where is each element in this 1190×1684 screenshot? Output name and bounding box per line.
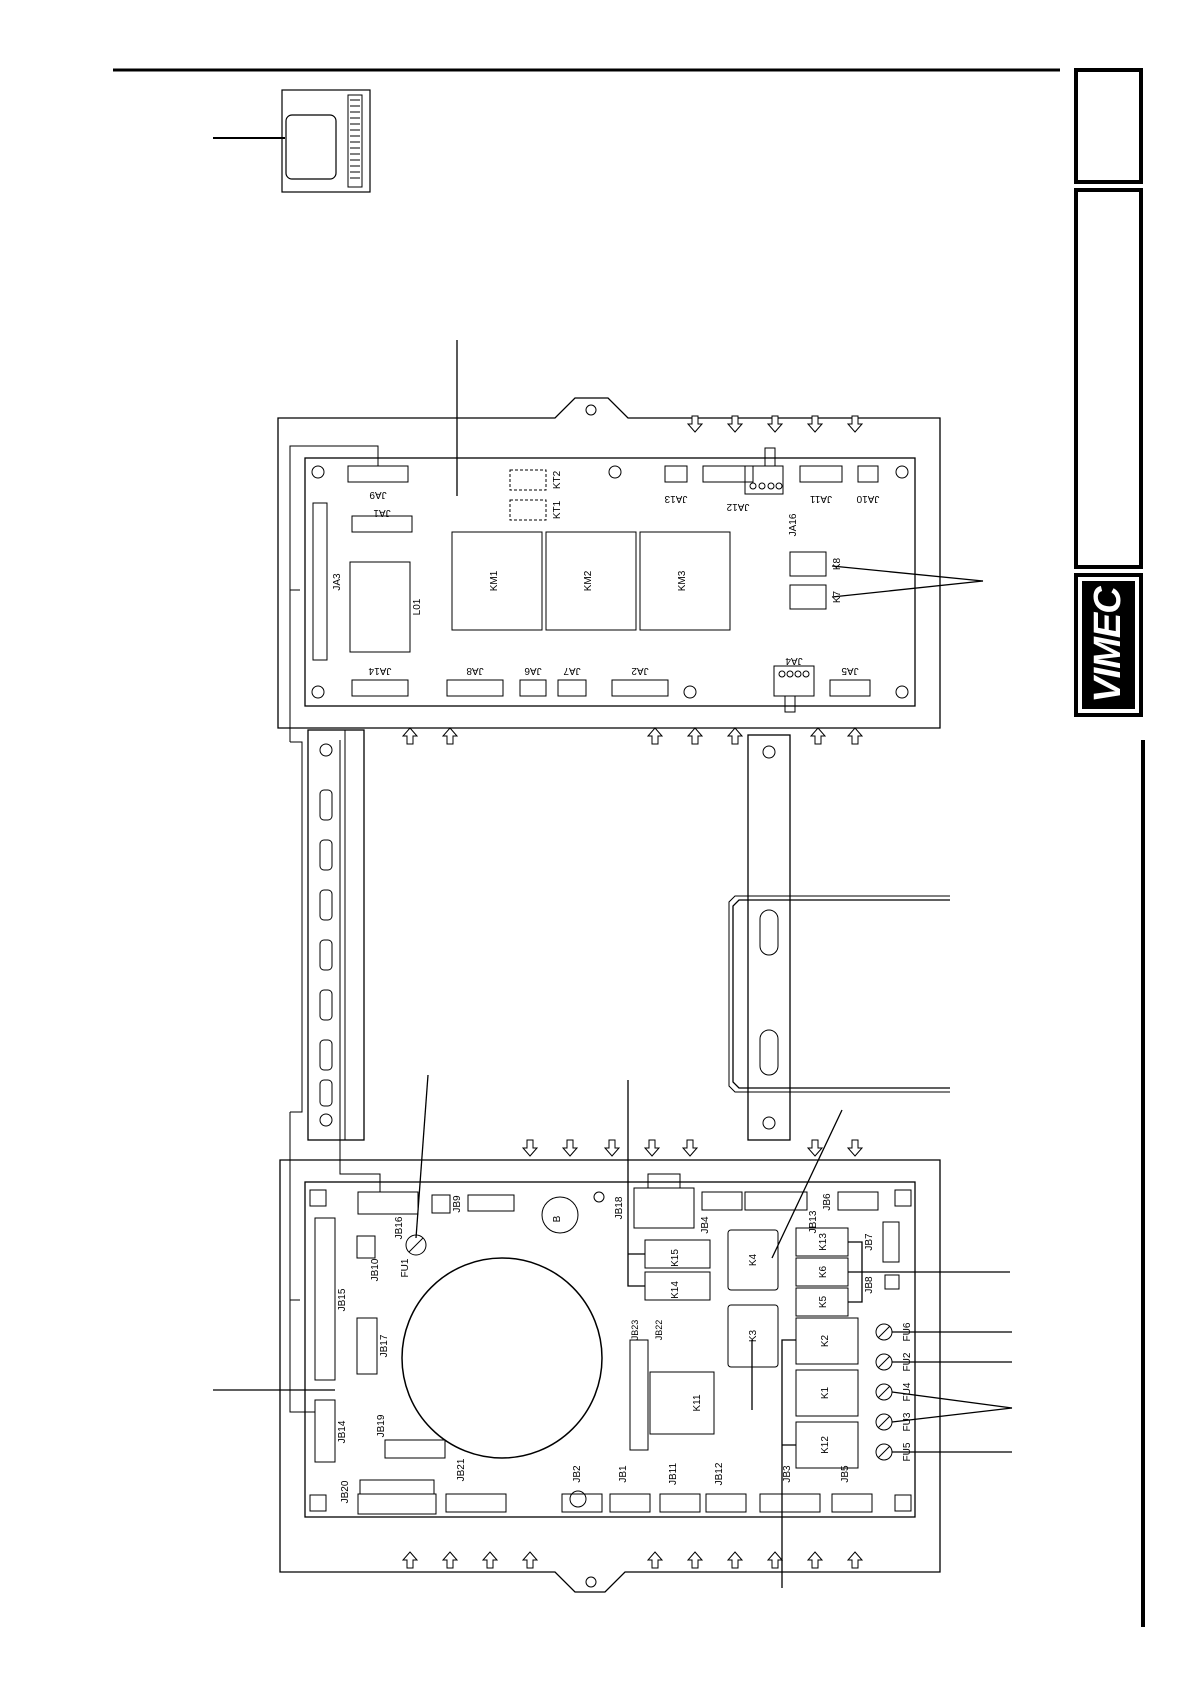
din-rail (290, 730, 364, 1140)
jb6-label: JB6 (822, 1193, 833, 1211)
ja11-label: JA11 (810, 493, 832, 504)
ja3-label: JA3 (332, 573, 343, 591)
callout-k15-k14 (628, 1080, 645, 1286)
lower-arrows-top (523, 1140, 862, 1156)
k6-label: K6 (818, 1265, 829, 1278)
callout-k8-k7 (832, 566, 983, 597)
jb13-label: JB13 (808, 1210, 819, 1233)
jb5-label: JB5 (840, 1465, 851, 1483)
logo-text: VIMEC (1087, 586, 1129, 703)
k4-label: K4 (748, 1253, 759, 1266)
logo: VIMEC (1076, 575, 1141, 715)
ja9-label: JA9 (369, 489, 387, 500)
ja12-label: JA12 (726, 501, 749, 512)
jb19-label: JB19 (376, 1414, 387, 1437)
transformer (402, 1258, 602, 1458)
callout-fu1 (416, 1075, 428, 1238)
jb16-label: JB16 (394, 1216, 405, 1239)
jb18-label: JB18 (614, 1196, 625, 1219)
jb1-label: JB1 (618, 1465, 629, 1483)
k2-label: K2 (820, 1334, 831, 1347)
title-box-top (1076, 70, 1141, 182)
jb4-label: JB4 (700, 1216, 711, 1234)
jb22-label: JB22 (654, 1320, 664, 1341)
jb7-label: JB7 (864, 1233, 875, 1251)
mounting-bracket (729, 735, 950, 1140)
lower-arrows-bottom (403, 1552, 862, 1568)
jb10-label: JB10 (370, 1258, 381, 1281)
ja10-label: JA10 (856, 493, 879, 504)
kt2-label: KT2 (552, 470, 563, 489)
k15-label: K15 (670, 1249, 681, 1267)
jb23-label: JB23 (630, 1320, 640, 1341)
ja16-label: JA16 (788, 513, 799, 536)
k5-label: K5 (818, 1295, 829, 1308)
k12-label: K12 (820, 1436, 831, 1454)
ja14-label: JA14 (368, 665, 391, 676)
lower-plate (280, 1140, 940, 1592)
ja4-label: JA4 (785, 655, 803, 666)
detail-inset (213, 90, 370, 192)
jb21-label: JB21 (456, 1458, 467, 1481)
km2-label: KM2 (583, 570, 594, 591)
jb2-label: JB2 (572, 1465, 583, 1483)
ja13-label: JA13 (664, 493, 687, 504)
callout-k2-k12 (782, 1340, 796, 1588)
jb11-label: JB11 (668, 1463, 679, 1485)
ja8-label: JA8 (466, 665, 484, 676)
jb8-label: JB8 (864, 1276, 875, 1294)
jb3-label: JB3 (782, 1465, 793, 1483)
jb20-label: JB20 (340, 1480, 351, 1503)
ja1-label: JA1 (373, 507, 391, 518)
fu4-label: FU4 (902, 1382, 913, 1401)
kt1-label: KT1 (552, 500, 563, 519)
jb14-label: JB14 (337, 1420, 348, 1443)
k13-label: K13 (818, 1233, 829, 1251)
battery (542, 1197, 578, 1233)
bat-label: B (552, 1215, 563, 1222)
jb15-label: JB15 (337, 1288, 348, 1311)
ja7-label: JA7 (563, 665, 581, 676)
k14-label: K14 (670, 1281, 681, 1299)
upper-arrows-bottom (403, 728, 862, 744)
k1-label: K1 (820, 1386, 831, 1399)
k11-label: K11 (692, 1394, 703, 1411)
ja5-label: JA5 (841, 665, 859, 676)
callout-k4 (772, 1110, 842, 1258)
jb17-label: JB17 (379, 1334, 390, 1357)
title-box-middle (1076, 190, 1141, 567)
km3-label: KM3 (677, 570, 688, 591)
l01-label: L01 (412, 598, 423, 615)
fu1-label: FU1 (400, 1258, 411, 1277)
ja6-label: JA6 (524, 665, 542, 676)
lower-board: B JB16 JB9 JB18 JB4 JB13 JB6 JB15 JB17 J… (305, 1174, 915, 1517)
upper-board: JA9 JA1 JA13 JA12 JA11 JA10 KT2 KT1 JA3 … (305, 448, 915, 712)
jb9-label: JB9 (452, 1195, 463, 1213)
k8-label: K8 (832, 557, 843, 570)
km1-label: KM1 (489, 570, 500, 591)
ja2-label: JA2 (631, 665, 649, 676)
jb12-label: JB12 (714, 1462, 725, 1485)
k3-label: K3 (748, 1329, 759, 1342)
fu3-label: FU3 (902, 1412, 913, 1431)
